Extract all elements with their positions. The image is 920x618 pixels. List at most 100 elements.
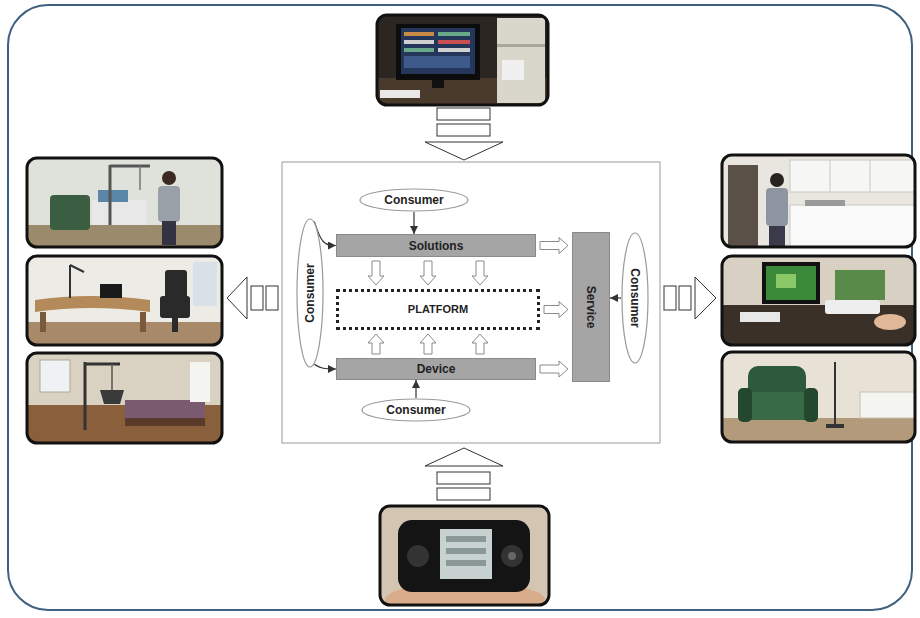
- photo-detail: [404, 32, 434, 36]
- photo-detail: [109, 165, 112, 225]
- photo-detail: [160, 296, 190, 318]
- consumer-ellipse: Consumer: [296, 218, 324, 368]
- solutions-bar: Solutions: [336, 234, 536, 257]
- photo-detail: [825, 300, 880, 314]
- photo-detail: [437, 108, 490, 120]
- photo-detail: [769, 226, 785, 247]
- photo-detail: [762, 262, 820, 304]
- photo-detail: [162, 171, 176, 185]
- photo-monitor: [377, 15, 548, 105]
- photo-detail: [404, 40, 434, 44]
- photo-detail: [502, 60, 524, 80]
- photo-detail: [92, 200, 147, 225]
- photo-detail: [27, 353, 222, 443]
- photo-detail: [432, 80, 444, 88]
- photo-detail: [501, 545, 523, 567]
- photo-frame: [27, 256, 222, 345]
- photo-detail: [70, 265, 84, 272]
- photo-detail: [790, 205, 915, 247]
- photo-handheld: [380, 506, 549, 605]
- photo-detail: [404, 56, 470, 68]
- photo-detail: [140, 312, 146, 332]
- node-label: Consumer: [386, 404, 445, 416]
- photo-desk: [27, 256, 222, 345]
- photo-detail: [193, 262, 217, 306]
- photo-detail: [69, 265, 71, 298]
- photo-detail: [401, 28, 475, 74]
- flow-arrow: [314, 364, 336, 369]
- photo-frame: [27, 353, 222, 443]
- node-label: Service: [585, 286, 597, 329]
- photo-detail: [860, 392, 915, 418]
- node-label: Consumer: [384, 194, 443, 206]
- photo-detail: [437, 472, 490, 484]
- photo-frame: [722, 155, 915, 247]
- block-arrow: [544, 302, 568, 318]
- photo-detail: [251, 286, 263, 310]
- ellipse-shape: [297, 219, 323, 367]
- photo-detail: [874, 314, 906, 330]
- photo-detail: [437, 488, 490, 500]
- photo-detail: [722, 352, 915, 442]
- node-label: Consumer: [304, 263, 316, 322]
- photo-detail: [172, 318, 178, 332]
- photo-detail: [446, 536, 486, 542]
- node-label: Device: [417, 363, 456, 375]
- photo-detail: [162, 221, 176, 245]
- photo-detail: [50, 195, 90, 230]
- photo-detail: [438, 48, 470, 52]
- photo-detail: [27, 256, 222, 345]
- photo-detail: [804, 388, 818, 422]
- photo-detail: [722, 256, 915, 345]
- photo-kitchen: [722, 155, 915, 247]
- photo-detail: [776, 274, 796, 288]
- photo-detail: [740, 312, 780, 322]
- photo-detail: [766, 188, 788, 226]
- photo-detail: [446, 548, 486, 554]
- photo-detail: [100, 390, 124, 404]
- photo-detail: [440, 529, 492, 579]
- photo-detail: [738, 388, 752, 422]
- photo-detail: [110, 165, 150, 168]
- ellipse-shape: [622, 233, 648, 363]
- node-label: Consumer: [629, 268, 641, 327]
- photo-detail: [98, 190, 128, 202]
- photo-television: [722, 256, 915, 345]
- photo-detail: [497, 44, 545, 47]
- photo-detail: [790, 160, 915, 192]
- photo-detail: [722, 305, 915, 345]
- photo-detail: [266, 286, 278, 310]
- photo-detail: [438, 32, 470, 36]
- photo-detail: [111, 364, 113, 390]
- photo-detail: [722, 155, 915, 247]
- photo-frame: [377, 15, 548, 105]
- photo-detail: [40, 312, 46, 332]
- photo-detail: [834, 362, 836, 426]
- photo-bedroom: [27, 353, 222, 443]
- photo-detail: [227, 277, 247, 319]
- ellipse-shape: [360, 189, 468, 211]
- photo-detail: [40, 360, 70, 392]
- photo-detail: [695, 277, 716, 319]
- photo-detail: [805, 200, 845, 206]
- photo-detail: [165, 270, 187, 298]
- flow-arrow-right: [664, 277, 716, 319]
- photo-detail: [407, 545, 429, 567]
- block-arrow: [420, 334, 436, 354]
- photo-detail: [84, 362, 87, 430]
- block-arrow: [540, 238, 568, 254]
- platform-box: PLATFORM: [336, 289, 540, 330]
- block-arrow: [540, 361, 568, 377]
- platform-frame: [282, 162, 660, 443]
- photo-detail: [398, 520, 530, 592]
- photo-detail: [425, 448, 503, 466]
- photo-detail: [826, 424, 844, 428]
- block-arrow: [368, 261, 384, 285]
- photo-detail: [125, 400, 205, 418]
- photo-detail: [404, 48, 434, 52]
- photo-detail: [830, 160, 831, 192]
- flow-arrow: [415, 380, 416, 398]
- block-arrow: [472, 334, 488, 354]
- photo-detail: [190, 362, 210, 402]
